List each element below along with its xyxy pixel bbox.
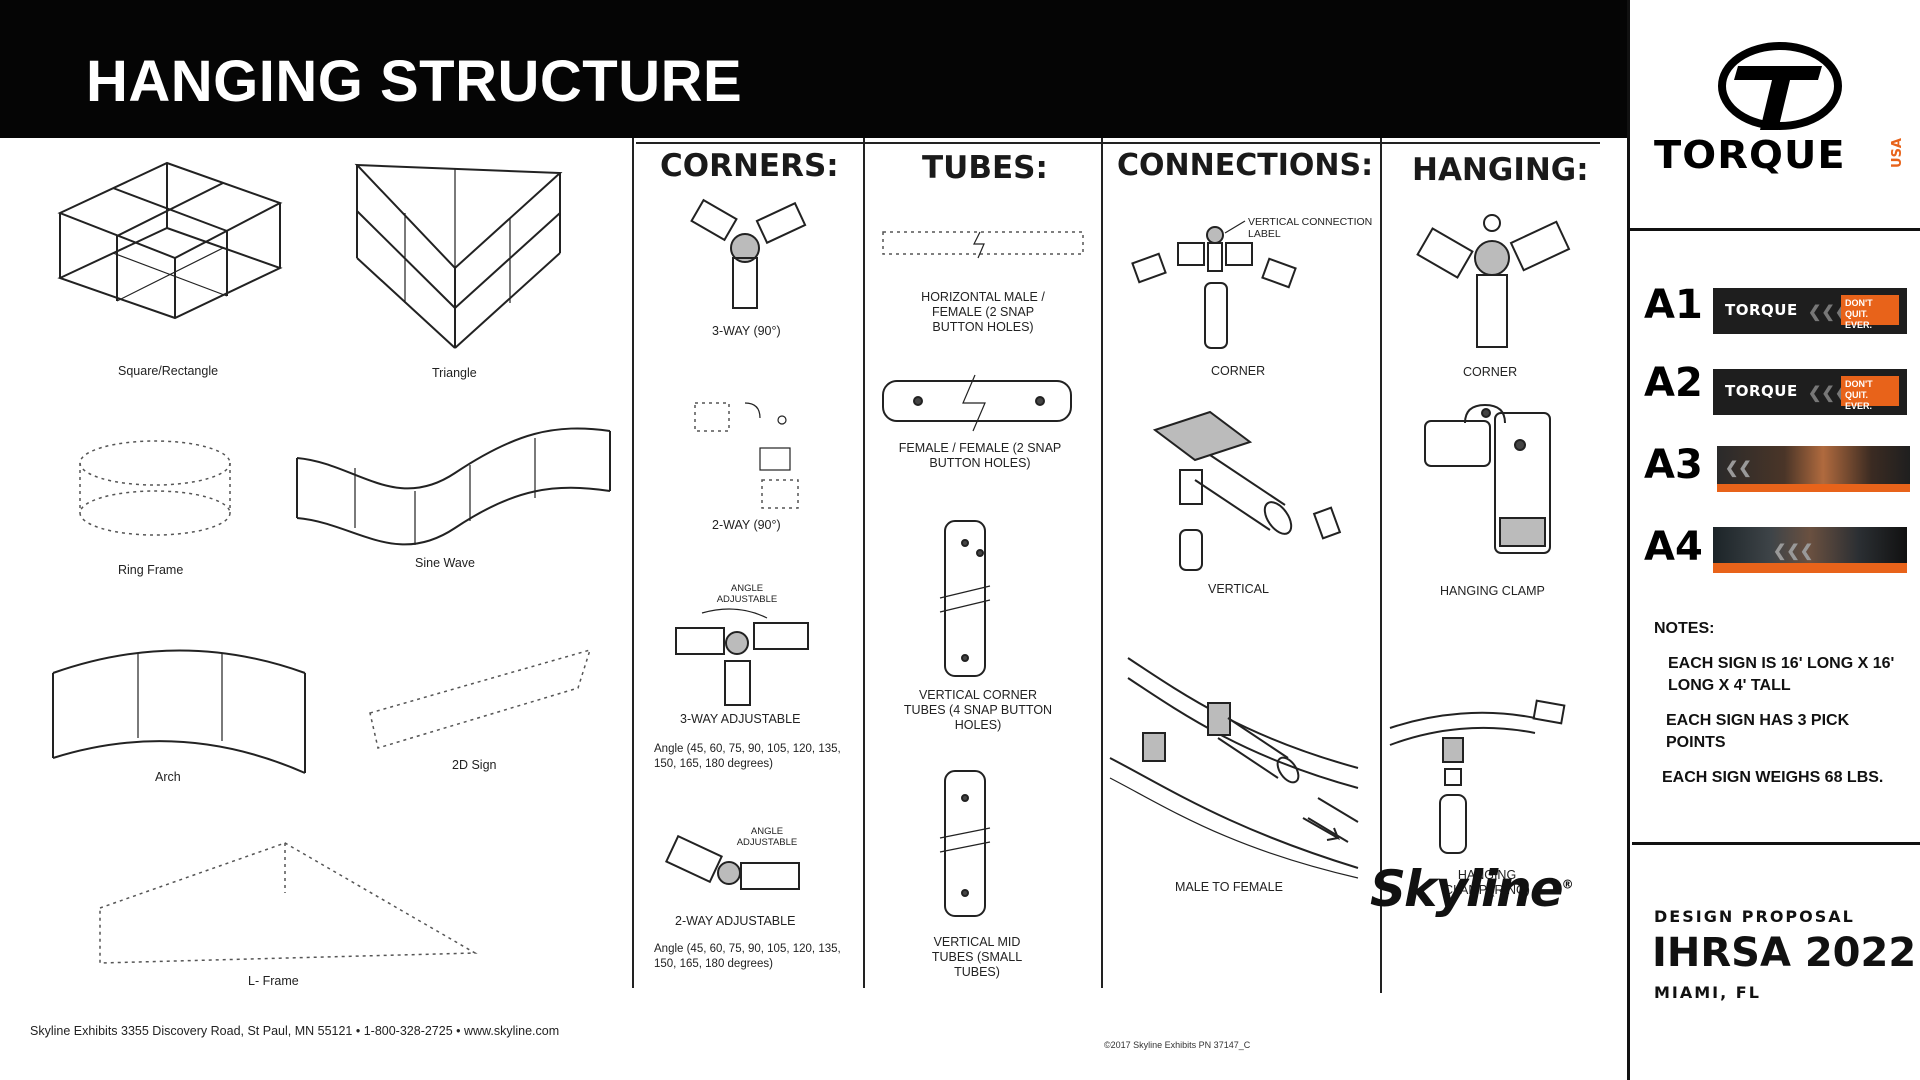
panel-divider bbox=[1627, 0, 1630, 1080]
connection-male-female-drawing bbox=[1109, 657, 1359, 879]
ring-frame-drawing bbox=[79, 440, 231, 536]
panel-rule bbox=[1627, 228, 1920, 231]
tube-female-drawing bbox=[882, 374, 1072, 432]
angle-adjustable-label-2: ANGLE ADJUSTABLE bbox=[736, 826, 798, 848]
tube-vertical-mid-label: VERTICAL MID TUBES (SMALL TUBES) bbox=[931, 935, 1023, 979]
column-divider bbox=[1101, 138, 1103, 988]
tubes-heading: TUBES: bbox=[922, 150, 1048, 186]
corner-2way-angles: Angle (45, 60, 75, 90, 105, 120, 135, 15… bbox=[654, 943, 841, 970]
connection-vertical-drawing bbox=[1152, 410, 1342, 571]
hanging-corner-drawing bbox=[1416, 214, 1571, 348]
copyright-text: ©2017 Skyline Exhibits PN 37147_C bbox=[1104, 1040, 1251, 1050]
hanging-clamp-ring-drawing bbox=[1389, 699, 1566, 854]
ad-label-a1: A1 bbox=[1644, 282, 1703, 328]
chevron-icon: ❮❮❮ bbox=[1808, 304, 1849, 321]
skyline-logo: Skyline® bbox=[1370, 860, 1574, 918]
note-item: EACH SIGN IS 16' LONG X 16' LONG X 4' TA… bbox=[1668, 655, 1895, 694]
connections-heading: CONNECTIONS: bbox=[1117, 148, 1374, 183]
hanging-clamp-label: HANGING CLAMP bbox=[1440, 584, 1545, 598]
corner-3way-adjustable-label: 3-WAY ADJUSTABLE bbox=[680, 712, 801, 726]
banner-a3: ❮❮ bbox=[1717, 446, 1910, 492]
square-frame-drawing bbox=[57, 161, 283, 320]
banner-a1: TORQUE ❮❮❮ DON'T QUIT. EVER. bbox=[1713, 288, 1907, 334]
l-frame-drawing bbox=[99, 842, 478, 964]
angle-adjustable-label: ANGLE ADJUSTABLE bbox=[716, 583, 778, 605]
sine-wave-drawing bbox=[296, 427, 611, 546]
banner-tagline: DON'T QUIT. EVER. bbox=[1841, 295, 1899, 330]
vertical-connection-label: VERTICAL CONNECTION LABEL bbox=[1248, 216, 1373, 240]
sine-wave-label: Sine Wave bbox=[415, 556, 475, 570]
tube-vertical-mid-drawing bbox=[939, 770, 991, 917]
proposal-event: IHRSA 2022 bbox=[1652, 930, 1917, 976]
hanging-clamp-drawing bbox=[1424, 403, 1551, 554]
brand-name: TORQUE bbox=[1654, 133, 1846, 177]
connection-male-female-label: MALE TO FEMALE bbox=[1175, 880, 1283, 894]
corners-heading: CORNERS: bbox=[660, 148, 839, 184]
banner-a4: ❮❮❮ bbox=[1713, 527, 1907, 573]
structure-document: Square/Rectangle Triangle Ring Frame Sin… bbox=[0, 138, 1627, 1080]
banner-accent bbox=[1717, 484, 1910, 492]
ad-label-a2: A2 bbox=[1644, 360, 1703, 406]
banner-tagline: DON'T QUIT. EVER. bbox=[1841, 376, 1899, 411]
banner-brand: TORQUE bbox=[1725, 382, 1798, 400]
connection-vertical-label: VERTICAL bbox=[1208, 582, 1269, 596]
connection-corner-label: CORNER bbox=[1211, 364, 1266, 378]
proposal-location: MIAMI, FL bbox=[1654, 983, 1761, 1002]
2d-sign-label: 2D Sign bbox=[452, 758, 497, 772]
torque-logo bbox=[1650, 38, 1910, 188]
tube-vertical-corner-drawing bbox=[939, 520, 991, 677]
skyline-address: Skyline Exhibits 3355 Discovery Road, St… bbox=[30, 1024, 560, 1038]
page-title: HANGING STRUCTURE bbox=[86, 49, 743, 114]
corner-3way-adjustable-drawing bbox=[675, 608, 809, 706]
triangle-frame-label: Triangle bbox=[432, 366, 477, 380]
notes-title: NOTES: bbox=[1654, 620, 1715, 637]
ad-label-a3: A3 bbox=[1644, 442, 1703, 488]
corner-2way-drawing bbox=[694, 402, 799, 509]
arch-frame-drawing bbox=[52, 649, 306, 774]
corner-3way-angles: Angle (45, 60, 75, 90, 105, 120, 135, 15… bbox=[654, 743, 841, 770]
banner-accent bbox=[1713, 563, 1907, 573]
header-bar: HANGING STRUCTURE bbox=[0, 0, 1627, 138]
l-frame-label: L- Frame bbox=[248, 974, 299, 988]
proposal-label: DESIGN PROPOSAL bbox=[1654, 907, 1855, 926]
hanging-clamp-ring-label: HANGING CLAMP (RING) bbox=[1444, 868, 1530, 897]
hanging-heading: HANGING: bbox=[1412, 152, 1589, 188]
tube-horizontal-label: HORIZONTAL MALE / FEMALE (2 SNAP BUTTON … bbox=[921, 290, 1045, 334]
chevron-icon: ❮❮ bbox=[1725, 460, 1752, 477]
column-divider bbox=[632, 138, 634, 988]
corner-3way-label: 3-WAY (90°) bbox=[712, 324, 781, 338]
2d-sign-drawing bbox=[369, 648, 592, 749]
banner-brand: TORQUE bbox=[1725, 301, 1798, 319]
square-frame-label: Square/Rectangle bbox=[118, 364, 219, 378]
note-item: EACH SIGN WEIGHS 68 LBS. bbox=[1662, 769, 1884, 786]
corner-2way-adjustable-label: 2-WAY ADJUSTABLE bbox=[675, 914, 796, 928]
tube-horizontal-drawing bbox=[882, 231, 1084, 259]
triangle-frame-drawing bbox=[354, 163, 563, 349]
chevron-icon: ❮❮❮ bbox=[1808, 385, 1849, 402]
hanging-corner-label: CORNER bbox=[1463, 365, 1518, 379]
connection-corner-drawing bbox=[1131, 220, 1297, 349]
arch-frame-label: Arch bbox=[155, 770, 181, 784]
banner-a2: TORQUE ❮❮❮ DON'T QUIT. EVER. bbox=[1713, 369, 1907, 415]
note-item: EACH SIGN HAS 3 PICK POINTS bbox=[1666, 712, 1850, 751]
chevron-icon: ❮❮❮ bbox=[1773, 543, 1814, 560]
brand-suffix: USA bbox=[1890, 138, 1905, 168]
panel-rule bbox=[1632, 842, 1920, 845]
column-divider bbox=[1380, 138, 1382, 993]
corner-2way-label: 2-WAY (90°) bbox=[712, 518, 781, 532]
torque-emblem-icon bbox=[1718, 42, 1842, 130]
column-header-rule bbox=[636, 142, 1600, 144]
corner-3way-drawing bbox=[690, 198, 807, 309]
ring-frame-label: Ring Frame bbox=[118, 563, 184, 577]
ad-label-a4: A4 bbox=[1644, 524, 1703, 570]
column-divider bbox=[863, 138, 865, 988]
tube-vertical-corner-label: VERTICAL CORNER TUBES (4 SNAP BUTTON HOL… bbox=[903, 688, 1053, 732]
tube-female-label: FEMALE / FEMALE (2 SNAP BUTTON HOLES) bbox=[898, 441, 1062, 470]
corner-2way-adjustable-drawing bbox=[665, 834, 800, 890]
